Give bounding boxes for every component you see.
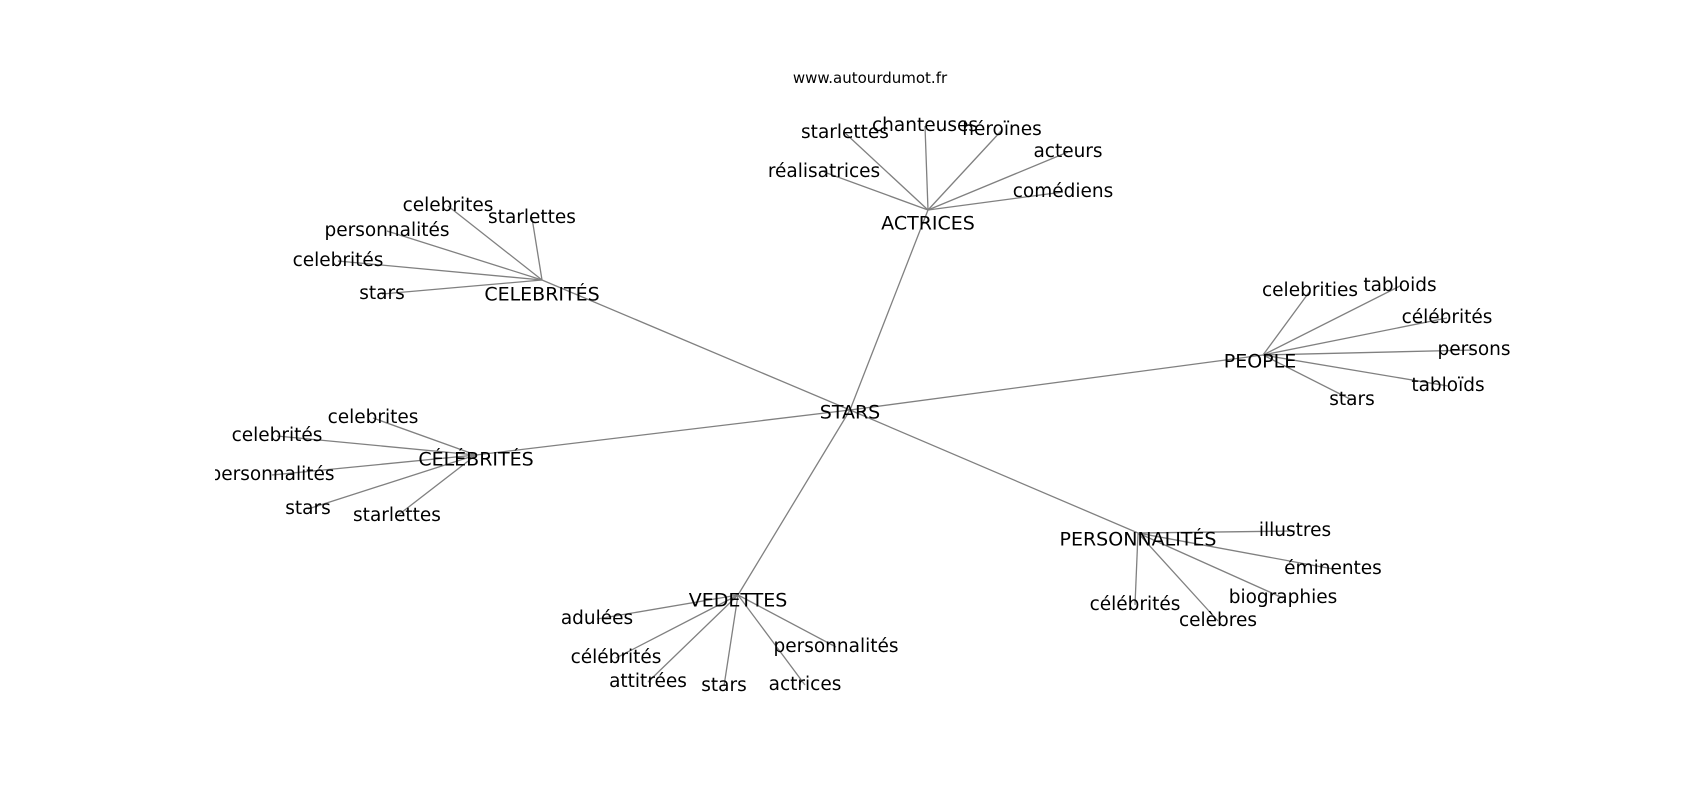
leaf-node-celebrites-accent-2[interactable]: personnalités (209, 464, 335, 485)
leaf-node-actrices-3[interactable]: acteurs (1033, 141, 1102, 162)
edge-vedettes-leaf-0 (596, 594, 739, 620)
leaf-node-actrices-4[interactable]: réalisatrices (768, 161, 880, 182)
hub-node-vedettes[interactable]: VEDETTES (689, 590, 788, 612)
leaf-node-people-0[interactable]: celebrities (1262, 280, 1358, 301)
leaf-node-people-3[interactable]: persons (1437, 339, 1510, 360)
edge-people-leaf-1 (1262, 285, 1401, 356)
hub-node-personnalites[interactable]: PERSONNALITÉS (1060, 528, 1217, 551)
leaf-node-celebrites-plain-0[interactable]: celebrites (403, 195, 494, 216)
hub-node-actrices[interactable]: ACTRICES (881, 213, 975, 235)
graph-edges (271, 125, 1475, 687)
leaf-node-personnalites-2[interactable]: biographies (1229, 587, 1338, 608)
edge-celebrites-accent-leaf-2 (271, 454, 477, 476)
edge-celebrites-plain-leaf-3 (337, 260, 543, 281)
edge-actrices-leaf-2 (927, 129, 1003, 211)
edge-celebrites-plain-leaf-0 (447, 205, 543, 281)
center-node[interactable]: STARS (820, 402, 880, 424)
leaf-node-vedettes-2[interactable]: attitrées (609, 671, 687, 692)
graph-labels: STARSACTRICESstarletteschanteuseshéroïne… (209, 115, 1511, 696)
leaf-node-actrices-0[interactable]: starlettes (801, 122, 889, 143)
leaf-node-personnalites-4[interactable]: celèbres (1179, 610, 1257, 631)
leaf-node-celebrites-accent-4[interactable]: starlettes (353, 505, 441, 526)
leaf-node-actrices-5[interactable]: comédiens (1013, 181, 1114, 202)
edge-actrices-leaf-5 (927, 191, 1064, 211)
edge-vedettes-leaf-2 (647, 594, 739, 683)
edge-vedettes-leaf-1 (615, 594, 739, 659)
edge-people-leaf-4 (1262, 354, 1449, 387)
leaf-node-actrices-2[interactable]: héroïnes (962, 119, 1042, 140)
leaf-node-people-5[interactable]: stars (1329, 389, 1374, 410)
edge-celebrites-plain-leaf-1 (531, 217, 543, 281)
edge-personnalites-leaf-3 (1134, 532, 1139, 606)
leaf-node-personnalites-1[interactable]: éminentes (1284, 558, 1382, 579)
hub-node-celebrites-accent[interactable]: CÉLÉBRITÉS (418, 448, 533, 471)
edge-center-celebrites-accent (475, 409, 851, 456)
leaf-node-celebrites-accent-3[interactable]: stars (285, 498, 330, 519)
edge-people-leaf-3 (1262, 349, 1475, 356)
edge-celebrites-accent-leaf-0 (372, 417, 477, 456)
edge-actrices-leaf-3 (927, 151, 1069, 211)
edge-personnalites-leaf-2 (1137, 532, 1284, 599)
edge-celebrites-accent-leaf-1 (276, 435, 477, 456)
leaf-node-actrices-1[interactable]: chanteuses (872, 115, 978, 136)
edge-people-leaf-5 (1262, 354, 1353, 401)
edge-actrices-leaf-4 (823, 171, 929, 211)
leaf-node-personnalites-3[interactable]: célébrités (1090, 594, 1181, 615)
leaf-node-celebrites-plain-1[interactable]: starlettes (488, 207, 576, 228)
edge-vedettes-leaf-4 (737, 594, 837, 648)
edge-actrices-leaf-0 (844, 132, 929, 211)
edge-center-people (849, 354, 1264, 411)
edge-people-leaf-0 (1262, 290, 1311, 356)
edge-center-personnalites (849, 409, 1139, 534)
edge-people-leaf-2 (1262, 317, 1448, 356)
leaf-node-vedettes-5[interactable]: actrices (769, 674, 842, 695)
leaf-node-people-1[interactable]: tabloids (1363, 275, 1436, 296)
edge-personnalites-leaf-0 (1137, 530, 1296, 534)
edge-vedettes-leaf-5 (737, 594, 806, 686)
edge-personnalites-leaf-4 (1137, 532, 1219, 622)
site-url: www.autourdumot.fr (793, 69, 948, 87)
leaf-node-vedettes-1[interactable]: célébrités (571, 647, 662, 668)
leaf-node-vedettes-3[interactable]: stars (701, 675, 746, 696)
leaf-node-celebrites-plain-3[interactable]: celebrités (293, 250, 384, 271)
leaf-node-celebrites-accent-1[interactable]: celebrités (232, 425, 323, 446)
leaf-node-celebrites-plain-4[interactable]: stars (359, 283, 404, 304)
leaf-node-celebrites-accent-0[interactable]: celebrites (328, 407, 419, 428)
hub-node-people[interactable]: PEOPLE (1224, 351, 1296, 373)
edge-vedettes-leaf-3 (723, 594, 739, 687)
edge-celebrites-accent-leaf-3 (307, 454, 477, 510)
edge-actrices-leaf-1 (924, 125, 929, 211)
edge-personnalites-leaf-1 (1137, 532, 1334, 570)
hub-node-celebrites-plain[interactable]: CELEBRITÉS (484, 283, 599, 306)
edge-center-actrices (849, 209, 929, 411)
leaf-node-vedettes-0[interactable]: adulées (561, 608, 633, 629)
edge-celebrites-accent-leaf-4 (396, 454, 477, 517)
leaf-node-vedettes-4[interactable]: personnalités (773, 636, 898, 657)
leaf-node-celebrites-plain-2[interactable]: personnalités (324, 220, 449, 241)
edge-celebrites-plain-leaf-4 (381, 279, 543, 295)
edge-center-vedettes (737, 409, 851, 596)
leaf-node-people-2[interactable]: célébrités (1402, 307, 1493, 328)
edge-center-celebrites-plain (541, 279, 851, 411)
leaf-node-people-4[interactable]: tabloïds (1411, 375, 1484, 396)
edge-celebrites-plain-leaf-2 (386, 230, 543, 281)
leaf-node-personnalites-0[interactable]: illustres (1259, 520, 1331, 541)
